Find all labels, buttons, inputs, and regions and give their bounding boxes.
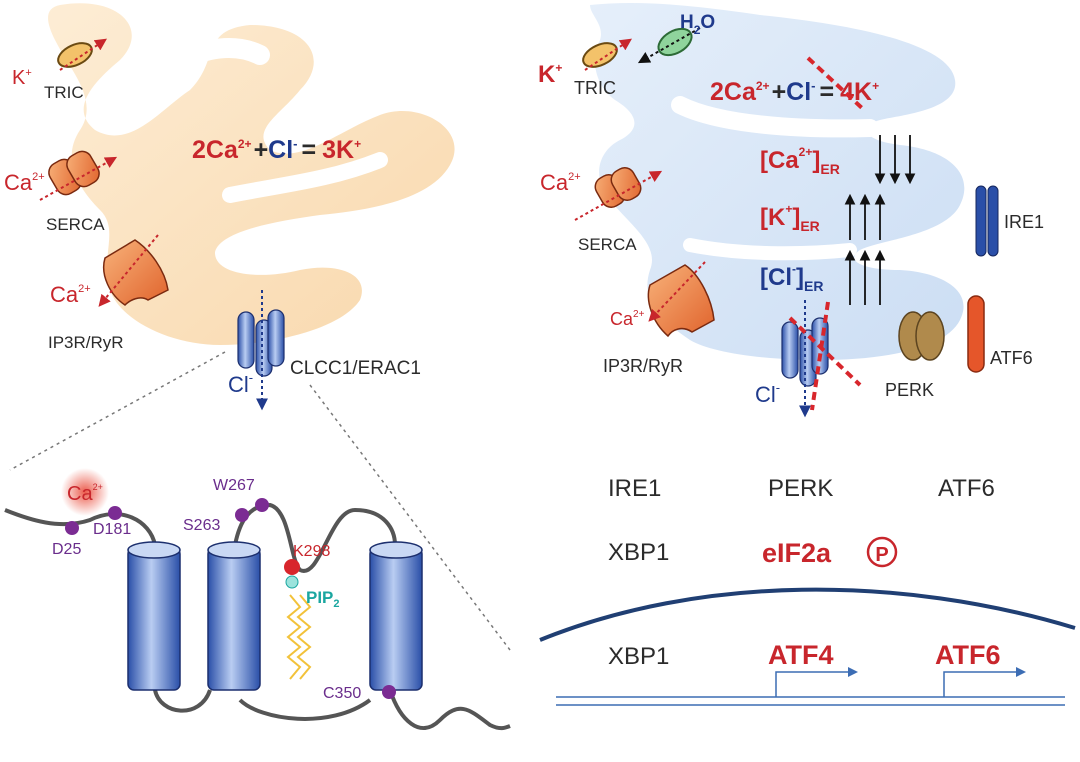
left-serca-pump: [39, 150, 118, 201]
ire1-label: IRE1: [1004, 212, 1044, 232]
left-serca-ion: Ca2+: [4, 170, 45, 195]
right-er-membrane: [590, 3, 965, 360]
upr-row1-atf6: ATF6: [938, 475, 995, 502]
right-ip3r-ion: Ca2+: [610, 309, 645, 329]
right-serca-ion: Ca2+: [540, 170, 581, 195]
right-equation: 2Ca2++Cl-=4K+: [710, 78, 879, 106]
phospho-circle: [866, 536, 898, 568]
ire1-sensor: [975, 185, 999, 257]
aquaporin-channel: [637, 27, 701, 64]
ca-glow: [61, 468, 109, 516]
left-ip3r-ion: Ca2+: [50, 282, 91, 307]
right-tric-channel: [582, 38, 632, 71]
right-tric-label: TRIC: [574, 78, 616, 98]
cl-er-label: [Cl-]ER: [760, 262, 823, 294]
left-ip3r-label: IP3R/RyR: [48, 333, 124, 352]
residue-w267-dot: [255, 498, 269, 512]
left-tric-label: TRIC: [44, 83, 84, 102]
phospho-label: P: [875, 544, 888, 566]
left-serca-label: SERCA: [46, 215, 105, 234]
upr-row3-atf4: ATF4: [768, 640, 834, 670]
k-er-label: [K+]ER: [760, 202, 820, 234]
right-clcc1-ion: Cl-: [755, 380, 780, 407]
atf6-label: ATF6: [990, 348, 1033, 368]
residue-s263: S263: [183, 517, 220, 534]
residue-w267: W267: [213, 477, 255, 494]
nuclear-envelope: [539, 587, 1076, 642]
residue-k298: K298: [293, 543, 330, 560]
upr-row1-ire1: IRE1: [608, 475, 661, 502]
upr-row2-eif2a: eIF2a: [762, 538, 832, 568]
concentration-arrows: [844, 135, 916, 305]
perk-sensor: [898, 311, 945, 361]
zoom-line-left: [9, 351, 226, 471]
residue-c350-dot: [382, 685, 396, 699]
water-label: H2O: [680, 12, 715, 37]
right-ip3r-label: IP3R/RyR: [603, 356, 683, 376]
ca-er-label: [Ca2+]ER: [760, 145, 840, 177]
left-er-membrane: [48, 3, 455, 346]
left-clcc1-channel: [237, 290, 285, 411]
upr-row3-xbp1: XBP1: [608, 643, 669, 670]
left-ip3r-channel: [98, 234, 169, 307]
right-serca-label: SERCA: [578, 235, 637, 254]
right-clcc1-channel: [781, 300, 862, 418]
left-tric-channel: [57, 38, 107, 71]
left-tric-ion: K+: [12, 67, 32, 89]
residue-d25: D25: [52, 541, 81, 558]
clcc1-topology: [4, 502, 511, 731]
upr-row2-xbp1: XBP1: [608, 539, 669, 566]
residue-s263-dot: [235, 508, 249, 522]
topology-ca-ion: Ca2+: [67, 482, 103, 505]
perk-label: PERK: [885, 380, 934, 400]
upr-row1-perk: PERK: [768, 475, 833, 502]
dna-strand: [556, 667, 1065, 706]
residue-d25-dot: [65, 521, 79, 535]
upr-row3-atf6: ATF6: [935, 640, 1001, 670]
atf6-sensor: [967, 295, 985, 373]
left-equation: 2Ca2++Cl-=3K+: [192, 136, 361, 164]
residue-c350: C350: [323, 685, 361, 702]
right-tric-ion: K+: [538, 61, 562, 88]
residue-k298-dot: [284, 559, 300, 575]
residue-d181: D181: [93, 521, 131, 538]
right-ip3r-channel: [647, 261, 715, 338]
pip2-label: PIP2: [306, 588, 340, 610]
left-clcc1-ion: Cl-: [228, 370, 253, 397]
pip2-head: [285, 575, 299, 589]
residue-d181-dot: [108, 506, 122, 520]
left-clcc1-label: CLCC1/ERAC1: [290, 358, 421, 379]
right-serca-pump: [574, 167, 663, 221]
